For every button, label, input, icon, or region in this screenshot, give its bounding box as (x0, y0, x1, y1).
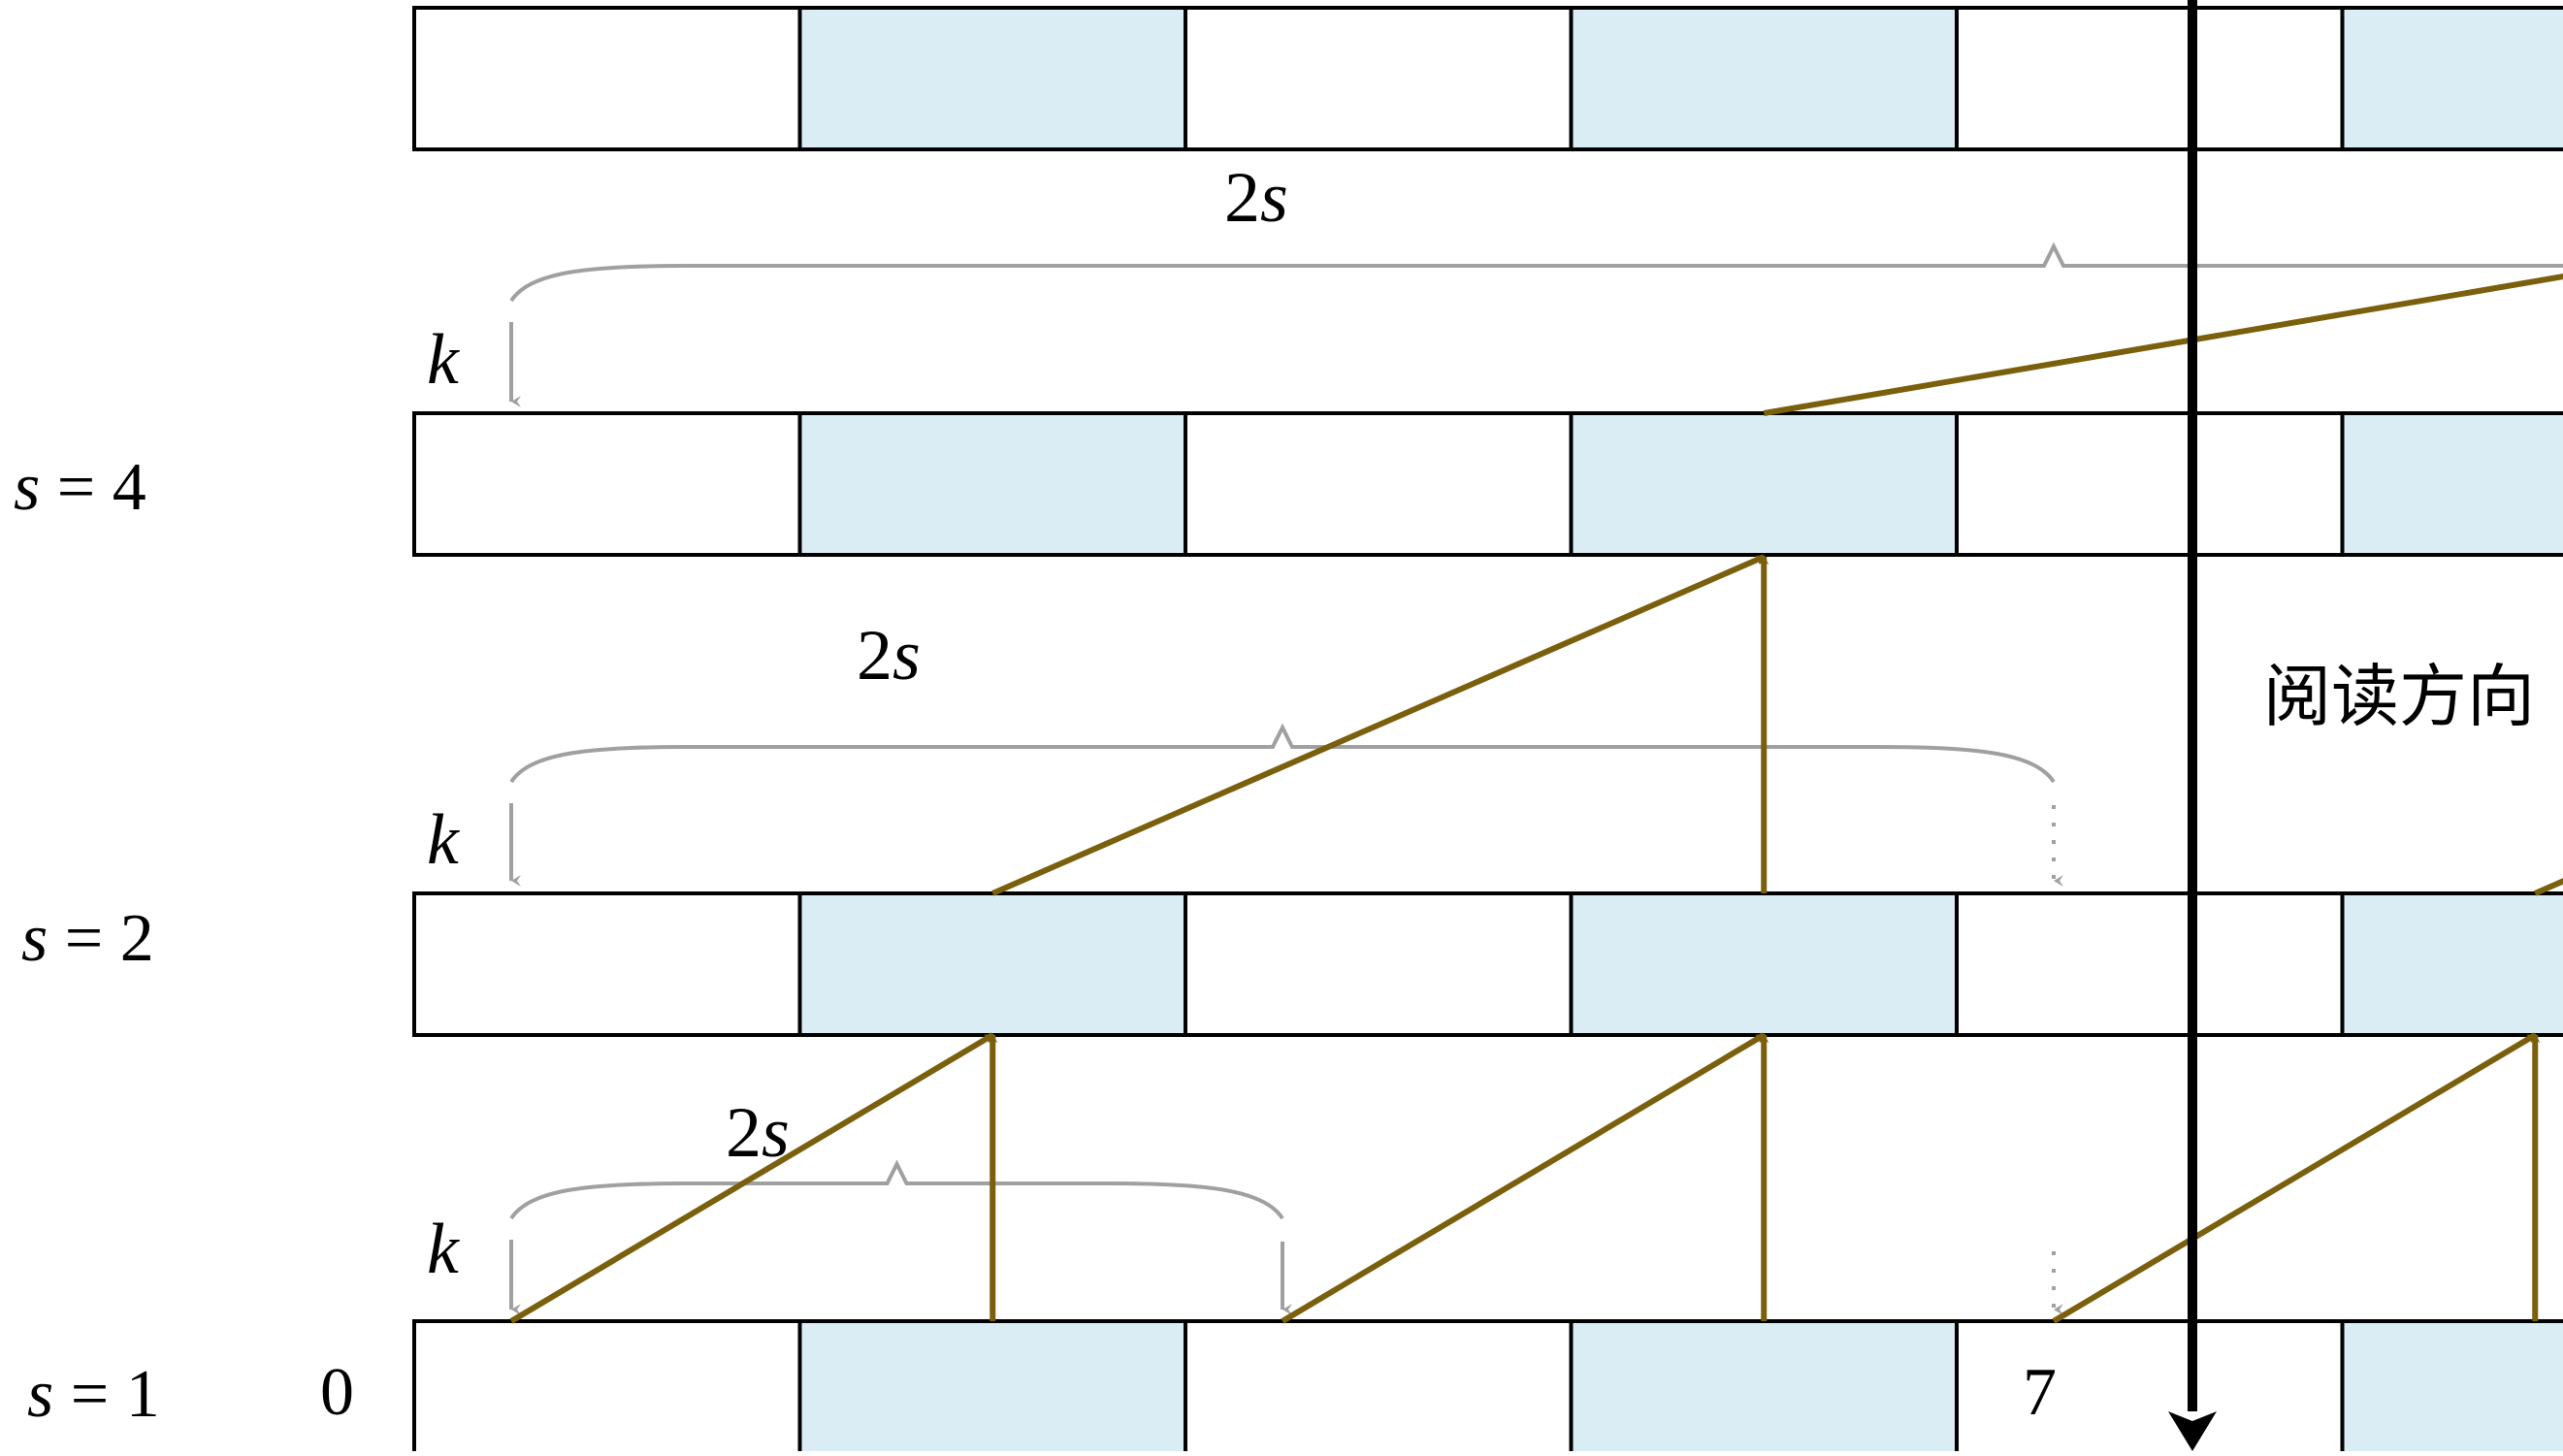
bracket-s2 (511, 728, 2054, 782)
cell-row-top-2 (1185, 8, 1572, 149)
reduction-arrows (511, 149, 2563, 1321)
row-label-s4: s = 4 (14, 450, 146, 525)
row-label-s2-num: 2 (120, 901, 154, 976)
cell-row-s4-0 (414, 413, 800, 555)
cell-row-s1-4 (1957, 1321, 2343, 1451)
cell-row-s1-5 (2343, 1321, 2563, 1451)
cell-row-s2-2 (1185, 893, 1572, 1035)
row-label-s4-num: 4 (113, 450, 146, 525)
k-label-s2: k (427, 800, 460, 880)
cell-row-s2-0 (414, 893, 800, 1035)
cell-row-s4-3 (1572, 413, 1958, 555)
k-label-s4: k (427, 320, 460, 400)
row-label-s1-var: s (27, 1357, 53, 1432)
cell-row-s4-1 (800, 413, 1186, 555)
cell-row-top-0 (414, 8, 800, 149)
stride-label-middle-var: s (892, 616, 921, 696)
cell-row-s2-1 (800, 893, 1186, 1035)
row-s4 (414, 413, 2563, 555)
arrow-s4-diag-3 (1764, 149, 2563, 413)
row-label-s1-num: 1 (126, 1357, 160, 1432)
cell-rows (414, 8, 2563, 1451)
arrow-s2-diag-5 (2535, 557, 2563, 893)
stride-label-top-num: 2 (1224, 158, 1260, 238)
cell-row-s4-4 (1957, 413, 2343, 555)
cell-row-s2-4 (1957, 893, 2343, 1035)
row-label-s2-var: s (21, 901, 48, 976)
cell-row-s1-1 (800, 1321, 1186, 1451)
stride-label-bottom-num: 2 (726, 1093, 762, 1173)
row-s2 (414, 893, 2563, 1035)
cell-row-s2-5 (2343, 893, 2563, 1035)
bracket-s1 (511, 1164, 1282, 1218)
arrow-s2-diag-1 (992, 557, 1764, 893)
row-labels: s = 4 s = 2 s = 1 (14, 450, 160, 1432)
cell-row-top-4 (1957, 8, 2343, 149)
stride-label-middle: 2s (857, 616, 921, 696)
reading-direction-label: 阅读方向 (2263, 657, 2535, 736)
arrow-s1-diag-0 (511, 1035, 992, 1321)
cell-row-s1-2 (1185, 1321, 1572, 1451)
cell-row-s2-3 (1572, 893, 1958, 1035)
row-label-s2: s = 2 (21, 901, 154, 976)
stride-label-middle-num: 2 (857, 616, 892, 696)
row-label-s4-eq: = (40, 450, 112, 525)
cell-row-s1-3 (1572, 1321, 1958, 1451)
cell-row-top-5 (2343, 8, 2563, 149)
stride-label-bottom-var: s (762, 1093, 790, 1173)
row-label-s4-var: s (14, 450, 40, 525)
row-label-s1: s = 1 (27, 1357, 160, 1432)
row-top (414, 8, 2563, 149)
index-start-label: 0 (320, 1355, 354, 1430)
bracket-s4 (511, 246, 2563, 301)
cell-row-top-3 (1572, 8, 1958, 149)
row-label-s1-eq: = (53, 1357, 125, 1432)
cell-row-s4-5 (2343, 413, 2563, 555)
stride-brackets (511, 246, 2563, 1310)
arrow-s1-diag-2 (1282, 1035, 1764, 1321)
cell-row-top-1 (800, 8, 1186, 149)
stride-label-top-var: s (1260, 158, 1288, 238)
stride-label-bottom: 2s (726, 1093, 790, 1173)
index-end-label: 7 (2023, 1355, 2057, 1430)
k-label-s1: k (427, 1210, 460, 1289)
row-label-s2-eq: = (48, 901, 119, 976)
arrow-s1-diag-4 (2054, 1035, 2535, 1321)
cell-row-s4-2 (1185, 413, 1572, 555)
row-s1 (414, 1321, 2563, 1451)
cell-row-s1-0 (414, 1321, 800, 1451)
stride-label-top: 2s (1224, 158, 1288, 238)
